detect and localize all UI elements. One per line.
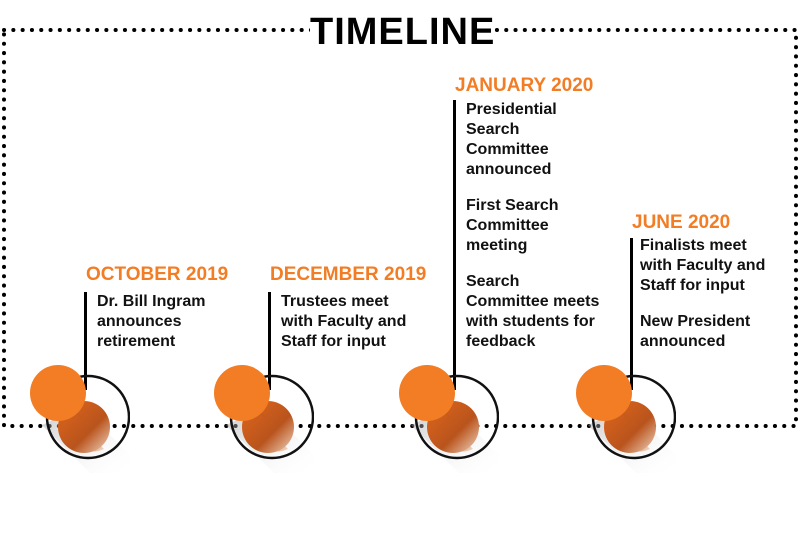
milestone-date: DECEMBER 2019	[270, 264, 427, 285]
milestone-event: Trustees meet with Faculty and Staff for…	[281, 293, 407, 350]
milestone-event: First Search Committee meeting	[466, 197, 559, 254]
pushpin-icon	[204, 355, 315, 475]
pushpin-icon	[389, 355, 500, 475]
milestone-date: JANUARY 2020	[455, 75, 594, 96]
milestone-event: Search Committee meets with students for…	[466, 273, 600, 350]
milestone-event: Presidential Search Committee announced	[466, 101, 557, 178]
pushpin-icon	[566, 355, 677, 475]
milestone-stem	[84, 292, 87, 390]
milestone-event: Finalists meet with Faculty and Staff fo…	[640, 237, 766, 294]
milestone-stem	[268, 292, 271, 390]
pushpin-icon	[20, 355, 131, 475]
milestone-date: OCTOBER 2019	[86, 264, 229, 285]
milestone-date: JUNE 2020	[632, 212, 731, 233]
milestone-stem	[630, 238, 633, 390]
milestone-event: New President announced	[640, 313, 751, 350]
milestone-stem	[453, 100, 456, 390]
timeline-title: TIMELINE	[310, 6, 494, 58]
milestone-event: Dr. Bill Ingram announces retirement	[97, 293, 206, 350]
